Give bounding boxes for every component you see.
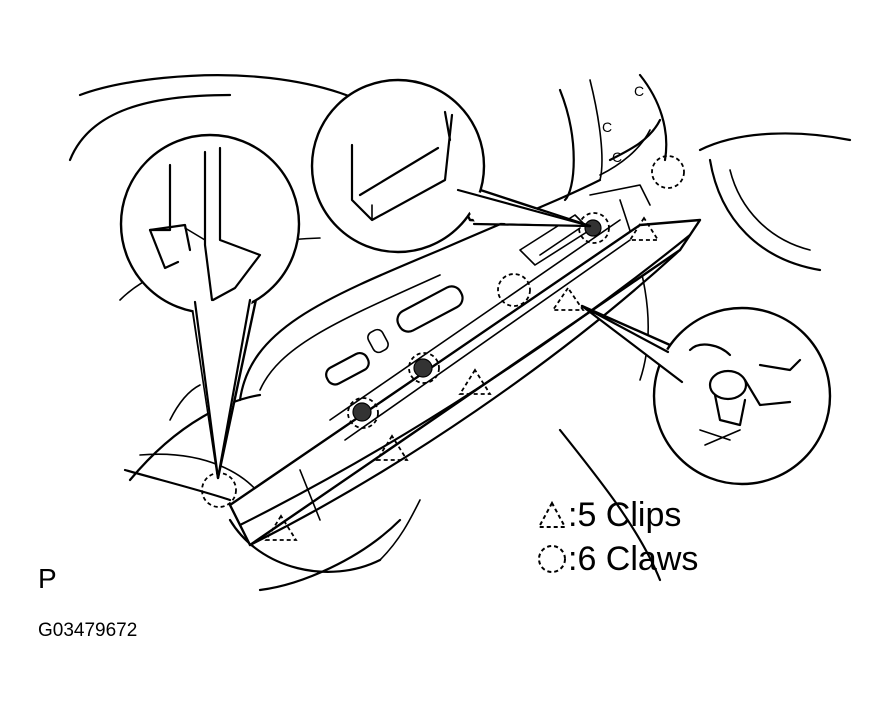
- figure-id: G03479672: [38, 620, 138, 641]
- scuff-plate: [228, 184, 702, 547]
- callout-claw-detail-top: [310, 78, 592, 254]
- clip-triangle-icon: [537, 500, 567, 528]
- door-opening-outline: [238, 178, 602, 402]
- floor-trim-holes: [325, 285, 464, 386]
- callout-claw-detail-left: [119, 133, 301, 480]
- view-letter: P: [38, 563, 57, 594]
- legend-clips: :5 Clips: [536, 498, 681, 532]
- legend-claws-label: :6 Claws: [568, 540, 699, 578]
- svg-text:C: C: [602, 119, 612, 135]
- callout-clip-detail-right: [580, 304, 832, 486]
- car-body-outline: [68, 73, 852, 592]
- svg-text:C: C: [612, 149, 622, 165]
- pillar-trim: C C C: [599, 83, 662, 176]
- claw-markers-hatched: [352, 219, 602, 422]
- svg-text:C: C: [634, 83, 644, 99]
- claw-circle-icon: [538, 545, 566, 573]
- legend-clips-label: :5 Clips: [568, 496, 682, 534]
- clip-position-triangles: [264, 216, 660, 541]
- legend-claws: :6 Claws: [536, 542, 698, 576]
